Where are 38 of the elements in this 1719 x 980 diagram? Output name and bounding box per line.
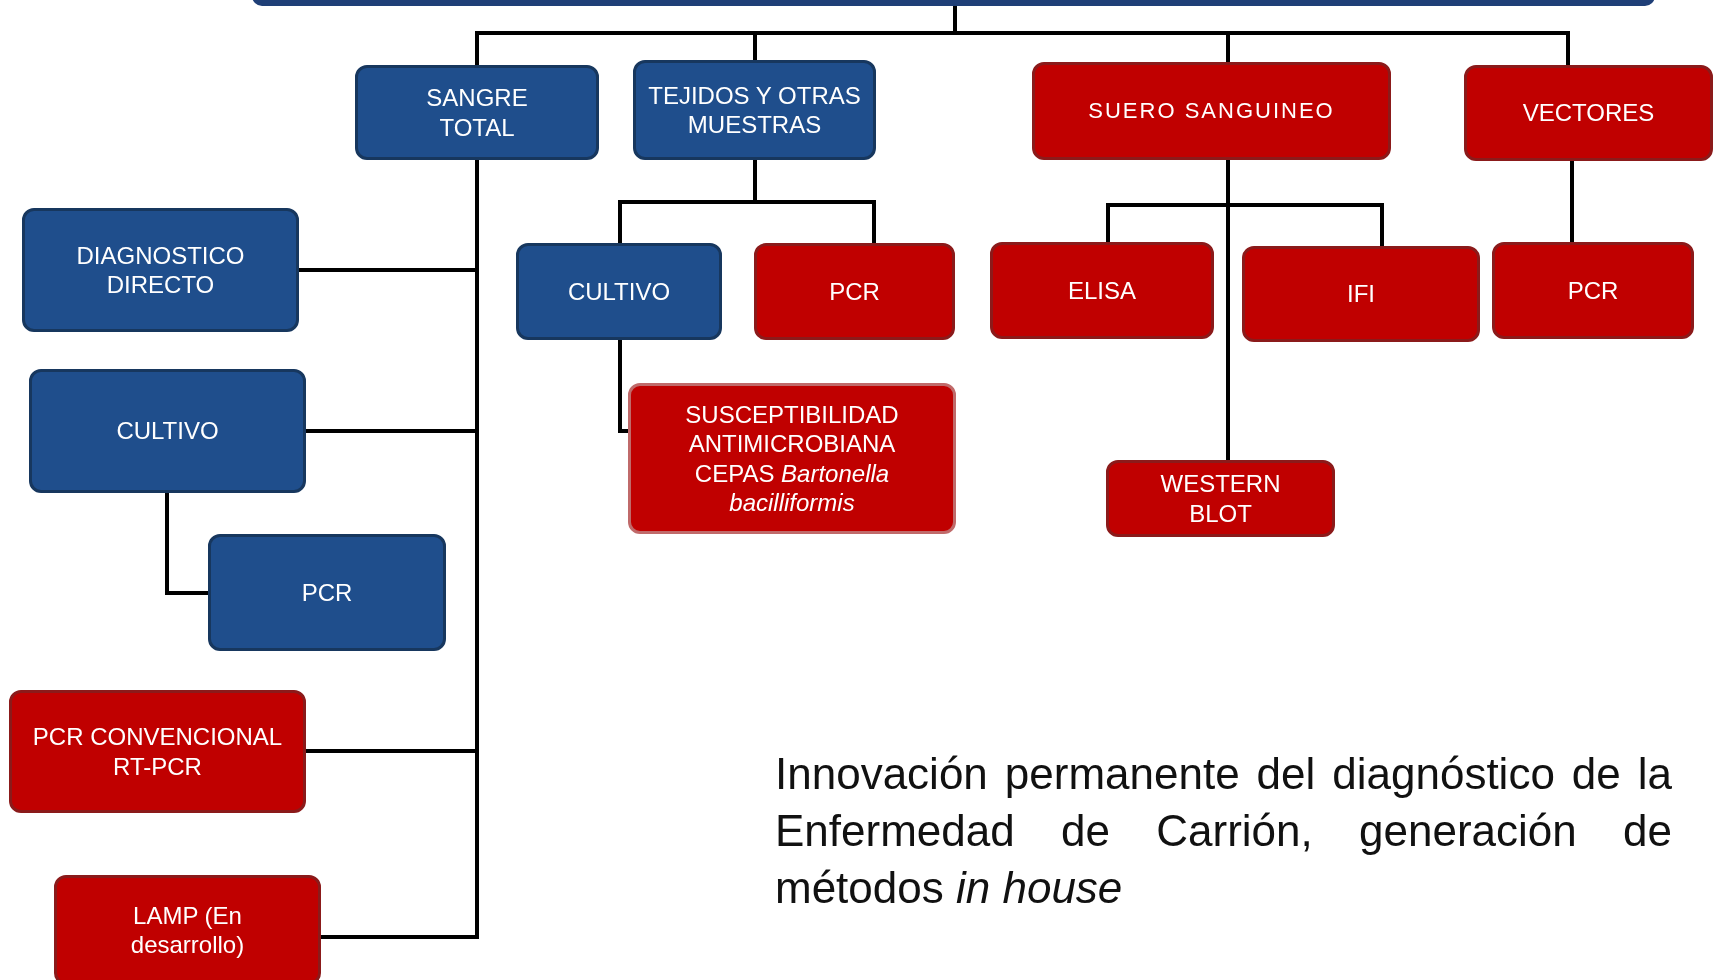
method-box: [990, 242, 1214, 339]
box-label: SUERO SANGUINEO: [1088, 97, 1335, 125]
method-box: [516, 243, 722, 340]
box-label: SUSCEPTIBILIDAD ANTIMICROBIANA CEPAS Bartonella bacilliformis: [684, 399, 900, 518]
method-box: [54, 875, 321, 980]
box-label: ELISA: [1067, 275, 1136, 306]
method-box: [208, 534, 446, 651]
method-box: [1032, 62, 1391, 160]
connector-line: [1570, 161, 1574, 242]
box-label: IFI: [1347, 279, 1375, 309]
box-label: PCR: [301, 577, 353, 608]
method-box: [29, 369, 306, 493]
box-label: TEJIDOS Y OTRAS MUESTRAS: [647, 80, 862, 140]
method-box: [9, 690, 306, 813]
box-label: WESTERN BLOT: [1159, 469, 1282, 528]
connector-line: [1226, 160, 1230, 460]
box-label: PCR: [829, 276, 880, 307]
caption-text: Innovación permanente del diagnóstico de la Enfermedad de Carrión, generación de métodos in house: [775, 748, 1672, 915]
method-box: [1242, 246, 1480, 342]
connector-line: [753, 160, 876, 243]
box-label: CULTIVO: [116, 416, 219, 446]
box-label: LAMP (En desarrollo): [129, 900, 246, 960]
box-label: PCR CONVENCIONAL RT-PCR: [31, 722, 284, 781]
connector-line: [165, 493, 208, 595]
method-box: [628, 383, 956, 534]
box-label: DIAGNOSTICO DIRECTO: [75, 240, 246, 300]
box-label: SANGRE TOTAL: [425, 83, 529, 142]
method-box: [1106, 460, 1335, 537]
method-box: [1492, 242, 1694, 339]
method-box: [355, 65, 599, 160]
method-box: [1464, 65, 1713, 161]
box-label: PCR: [1567, 275, 1619, 306]
method-box: [754, 243, 955, 340]
method-box: [22, 208, 299, 332]
box-label: CULTIVO: [567, 276, 671, 307]
box-label: VECTORES: [1522, 98, 1655, 128]
method-box: [633, 60, 876, 160]
connector-line: [618, 340, 628, 433]
